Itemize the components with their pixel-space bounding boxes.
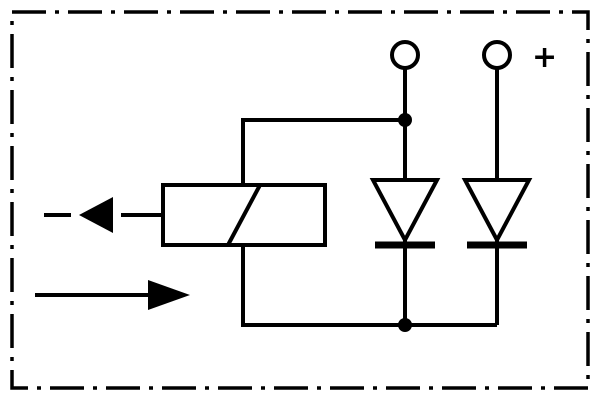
junction-dot-bottom [398,318,412,332]
linkage-arrowhead-icon [79,197,113,233]
relay-coil-diagonal [226,184,262,246]
plus-label: + [532,40,557,75]
diode-right [461,178,533,249]
diode-left-triangle [369,178,441,245]
diode-right-triangle [461,178,533,245]
flow-direction-arrow [35,280,190,310]
dashed-boundary-border [10,10,590,390]
diode-left [369,178,441,249]
junction-dot-top [398,113,412,127]
terminal-left [390,40,420,70]
terminal-right [482,40,512,70]
mechanical-linkage-arrow [44,197,163,233]
relay-coil [161,183,327,247]
flow-arrowhead-icon [148,280,190,310]
